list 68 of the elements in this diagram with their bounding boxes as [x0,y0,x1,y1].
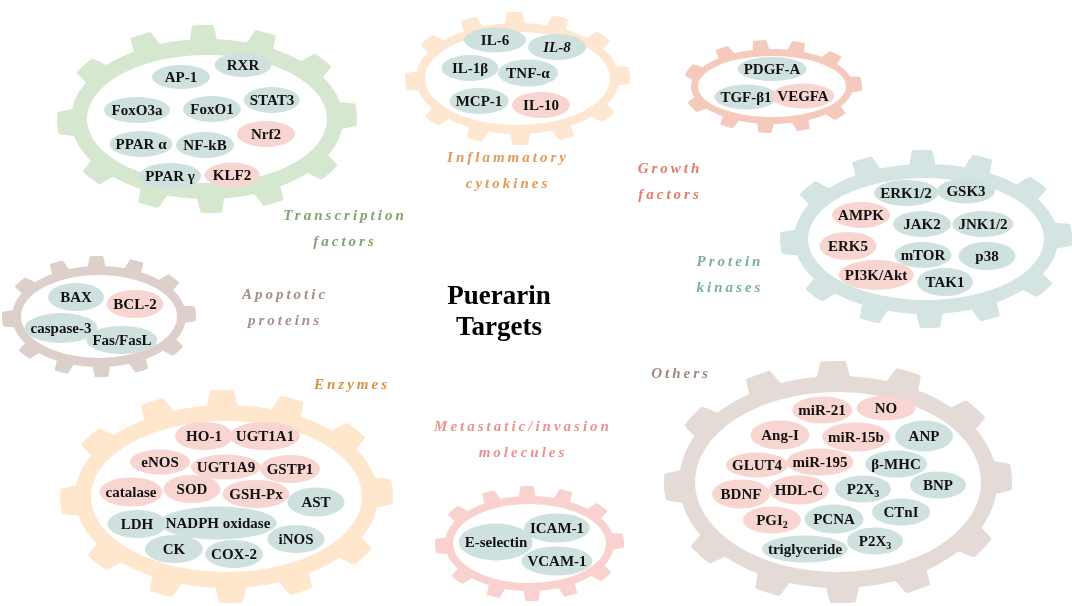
target-ellipse: CTnI [872,498,930,526]
target-ellipse: SOD [163,475,221,503]
target-ellipse: JAK2 [893,211,951,237]
target-ellipse: BDNF [712,479,770,509]
target-ellipse: FoxO3a [104,97,170,123]
target-ellipse: JNK1/2 [952,211,1014,237]
target-ellipse: AST [287,487,345,517]
target-ellipse: KLF2 [204,162,260,188]
target-ellipse: HDL-C [768,475,830,505]
category-label: Metastatic/invasion molecules [433,417,613,462]
target-ellipse: VEGFA [771,83,835,109]
target-ellipse: GSH-Px [222,480,290,508]
category-label: Protein kinases [696,252,764,297]
target-ellipse: IL-1β [441,55,499,81]
target-ellipse: IL-8 [528,34,586,60]
target-ellipse: CK [145,535,203,563]
target-ellipse: BAX [48,283,104,311]
target-ellipse: STAT3 [243,87,301,113]
target-ellipse: ANP [895,420,953,452]
target-ellipse: GSTP1 [260,455,320,483]
target-ellipse: Ang-I [750,420,810,450]
target-ellipse: iNOS [267,525,325,553]
target-ellipse: PI3K/Akt [838,260,914,290]
target-ellipse: UGT1A1 [229,422,301,450]
target-ellipse: catalase [99,477,163,507]
target-ellipse: ERK5 [819,232,877,260]
target-ellipse: COX-2 [205,540,263,568]
category-label: Enzymes [313,375,391,394]
target-ellipse: AMPK [832,202,890,228]
target-ellipse: mTOR [894,242,952,268]
target-ellipse: GLUT4 [726,452,788,478]
target-ellipse: Nrf2 [237,121,295,147]
target-ellipse: miR-21 [792,396,852,424]
category-label: Others [650,364,712,383]
target-ellipse: VCAM-1 [521,546,593,576]
target-ellipse: BCL-2 [106,290,164,318]
target-ellipse: IL-10 [512,92,570,118]
category-label: Apoptotic proteins [241,285,329,330]
target-ellipse: BNP [910,471,966,499]
target-ellipse: TNF-α [498,59,558,87]
target-ellipse: P2X$_{3}$ [847,527,903,555]
target-ellipse: PDGF-A [737,57,807,81]
target-ellipse: NF-kB [176,132,234,158]
target-ellipse: TAK1 [917,268,973,296]
target-ellipse: HO-1 [175,422,233,450]
target-ellipse: RXR [214,53,272,77]
target-ellipse: GSK3 [937,178,995,204]
target-ellipse: UGT1A9 [190,454,262,480]
target-ellipse: miR-195 [786,448,854,476]
target-ellipse: PPAR α [109,131,173,157]
target-ellipse: p38 [958,242,1016,270]
target-ellipse: PPAR γ [139,163,201,189]
target-ellipse: miR-15b [822,422,890,452]
target-ellipse: AP-1 [152,65,210,89]
target-ellipse: NO [856,395,916,421]
target-ellipse: MCP-1 [449,88,509,114]
target-ellipse: PGI$_{2}$ [743,506,801,534]
target-ellipse: β-MHC [865,450,927,478]
target-ellipse: PCNA [804,504,864,534]
target-ellipse: triglyceride [761,535,849,563]
category-label: Growth factors [637,159,703,204]
target-ellipse: P2X$_{3}$ [835,475,891,503]
category-label: Inflammatory cytokines [446,148,570,193]
target-ellipse: ERK1/2 [874,180,938,206]
title: Puerarin Targets [446,280,552,342]
category-label: Transcription factors [282,206,408,251]
target-ellipse: eNOS [130,449,190,475]
target-ellipse: FoxO1 [183,96,241,122]
